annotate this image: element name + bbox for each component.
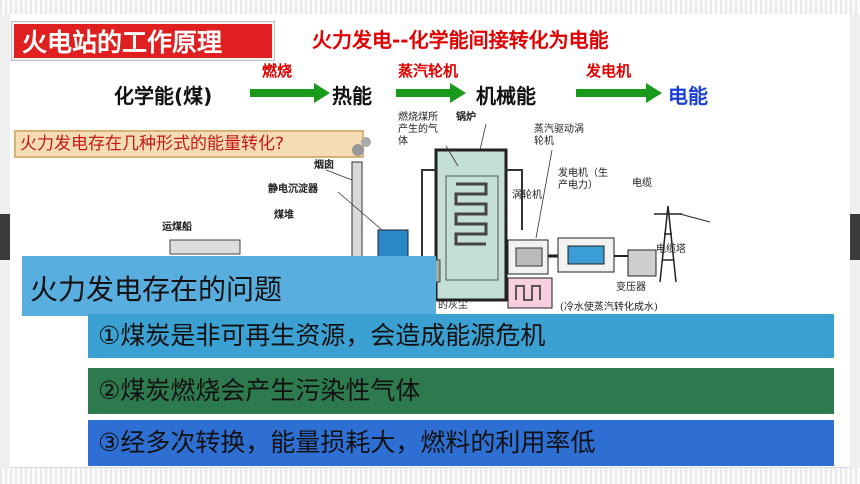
problem-item-1: ①煤炭是非可再生资源，会造成能源危机 — [88, 314, 834, 358]
converter-combustion: 燃烧 — [262, 62, 293, 80]
label-ship: 运煤船 — [162, 222, 192, 233]
label-cooling: (冷水使蒸汽转化成水) — [560, 302, 658, 313]
next-slide-tab[interactable] — [850, 214, 860, 260]
slide-title: 火电站的工作原理 — [12, 22, 274, 60]
stage-mechanical: 机械能 — [476, 84, 536, 108]
slide-subtitle: 火力发电--化学能间接转化为电能 — [312, 28, 609, 52]
question-box: 火力发电存在几种形式的能量转化? — [14, 130, 364, 158]
label-cable: 电缆 — [632, 178, 652, 189]
label-turbine: 涡轮机 — [512, 190, 542, 201]
stage-electric: 电能 — [668, 84, 708, 108]
label-coal-pile: 煤堆 — [274, 210, 294, 221]
label-transformer: 变压器 — [616, 282, 646, 293]
problem-item-2: ②煤炭燃烧会产生污染性气体 — [88, 368, 834, 414]
problem-item-3: ③经多次转换，能量损耗大，燃料的利用率低 — [88, 420, 834, 466]
label-boiler: 锅炉 — [456, 112, 476, 123]
problems-heading-box: 火力发电存在的问题 — [22, 256, 436, 316]
label-ash: 的灰尘 — [438, 300, 468, 311]
stage-thermal: 热能 — [332, 84, 372, 108]
label-tower: 电缆塔 — [656, 244, 686, 255]
converter-generator: 发电机 — [586, 62, 632, 80]
previous-slide-tab[interactable] — [0, 214, 10, 260]
label-generator: 发电机（生产电力） — [558, 168, 608, 191]
slide-frame-bottom — [0, 467, 860, 484]
slide-frame-top — [0, 0, 860, 14]
label-chimney: 烟囱 — [314, 160, 334, 171]
label-gas: 燃烧煤所产生的气体 — [398, 112, 438, 147]
label-precipitator: 静电沉淀器 — [268, 184, 318, 195]
converter-steam-turbine: 蒸汽轮机 — [398, 62, 459, 80]
label-turbine-drive: 蒸汽驱动涡轮机 — [534, 124, 584, 147]
stage-chemical: 化学能(煤) — [114, 84, 213, 108]
problems-heading: 火力发电存在的问题 — [30, 273, 283, 306]
